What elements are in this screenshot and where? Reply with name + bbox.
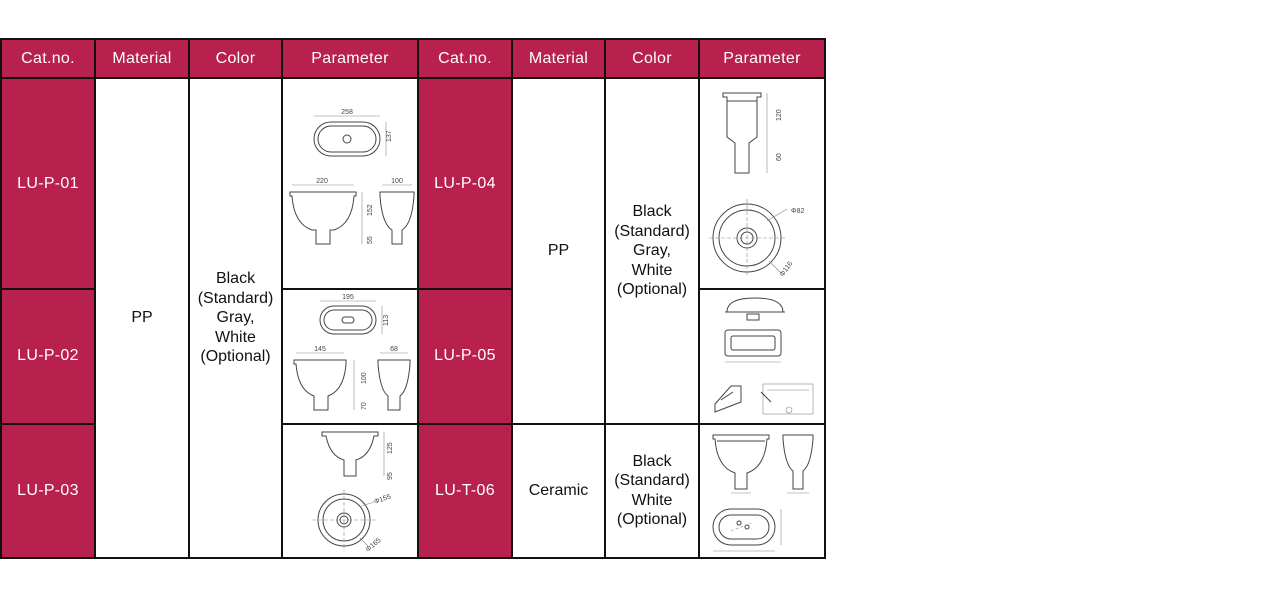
- svg-text:Φ82: Φ82: [791, 208, 804, 215]
- color-line: White: [631, 261, 673, 279]
- header-material-right: Material: [511, 38, 606, 79]
- material-pp-right: PP: [511, 77, 606, 425]
- technical-drawing: 125 95 Φ155 Φ165: [312, 431, 394, 554]
- technical-drawing: 195 113 145 100 70 68: [293, 294, 411, 411]
- param-drawing-lu-p-05: [698, 288, 826, 425]
- material-ceramic: Ceramic: [511, 422, 606, 560]
- technical-drawing: [712, 434, 814, 552]
- header-row: Cat.no. Material Color Parameter Cat.no.…: [0, 38, 826, 79]
- header-color: Color: [188, 38, 283, 79]
- color-line: White: [631, 491, 673, 509]
- svg-text:95: 95: [387, 472, 394, 480]
- cat-no-lu-t-06: LU-T-06: [417, 422, 513, 560]
- param-drawing-lu-p-02: 195 113 145 100 70 68: [281, 288, 419, 425]
- header-cat-no: Cat.no.: [0, 38, 96, 79]
- cat-no-lu-p-03: LU-P-03: [0, 422, 96, 560]
- color-line: White: [215, 328, 256, 346]
- color-line: Gray,: [633, 242, 671, 260]
- cat-no-lu-p-04: LU-P-04: [417, 76, 513, 291]
- color-line: (Optional): [616, 511, 688, 529]
- technical-drawing: 258 137 220 152 55 100: [289, 109, 415, 245]
- svg-text:258: 258: [341, 109, 353, 116]
- color-line: Black: [632, 452, 672, 470]
- table-row: LU-P-02 195 113 145 100 70: [0, 288, 826, 425]
- header-parameter-right: Parameter: [698, 38, 826, 79]
- svg-text:152: 152: [367, 204, 374, 216]
- svg-text:70: 70: [361, 402, 368, 410]
- param-drawing-lu-p-01: 258 137 220 152 55 100: [281, 76, 419, 291]
- cat-no-lu-p-01: LU-P-01: [0, 76, 96, 291]
- color-line: (Standard): [614, 472, 690, 490]
- color-line: Black: [215, 270, 256, 288]
- svg-text:Φ155: Φ155: [373, 493, 392, 506]
- svg-text:Φ116: Φ116: [779, 260, 794, 278]
- color-line: (Standard): [197, 289, 274, 307]
- color-line: (Optional): [616, 281, 688, 299]
- color-line: Gray,: [216, 309, 255, 327]
- color-options-right-ceramic: Black (Standard) White (Optional): [604, 422, 700, 560]
- product-spec-table: Cat.no. Material Color Parameter Cat.no.…: [0, 38, 826, 560]
- material-pp-left: PP: [94, 77, 190, 559]
- header-cat-no-right: Cat.no.: [417, 38, 513, 79]
- header-parameter: Parameter: [281, 38, 419, 79]
- svg-text:113: 113: [383, 315, 390, 326]
- header-color-right: Color: [604, 38, 700, 79]
- header-material: Material: [94, 38, 190, 79]
- svg-text:125: 125: [387, 442, 394, 454]
- svg-text:137: 137: [386, 130, 393, 142]
- color-options-right-pp: Black (Standard) Gray, White (Optional): [604, 77, 700, 425]
- svg-text:195: 195: [342, 294, 354, 301]
- svg-text:220: 220: [316, 178, 328, 185]
- svg-text:100: 100: [391, 178, 403, 185]
- svg-text:60: 60: [776, 153, 783, 161]
- param-drawing-lu-p-03: 125 95 Φ155 Φ165: [281, 422, 419, 560]
- svg-text:Φ165: Φ165: [365, 537, 383, 554]
- svg-text:68: 68: [390, 346, 398, 353]
- svg-text:120: 120: [776, 109, 783, 121]
- color-line: (Optional): [200, 348, 271, 366]
- technical-drawing: [714, 297, 814, 415]
- cat-no-lu-p-02: LU-P-02: [0, 288, 96, 425]
- color-options-left: Black (Standard) Gray, White (Optional): [188, 77, 283, 559]
- color-line: Black: [632, 203, 672, 221]
- svg-text:145: 145: [314, 346, 326, 353]
- table-row: LU-P-03 125 95 Φ155 Φ16: [0, 422, 826, 560]
- technical-drawing: 120 60 Φ82 Φ116: [709, 92, 804, 278]
- param-drawing-lu-p-04: 120 60 Φ82 Φ116: [698, 76, 826, 291]
- cat-no-lu-p-05: LU-P-05: [417, 288, 513, 425]
- table-row: LU-P-01 PP Black (Standard) Gray, White …: [0, 76, 826, 559]
- param-drawing-lu-t-06: [698, 422, 826, 560]
- svg-text:100: 100: [361, 373, 368, 385]
- svg-text:55: 55: [367, 236, 374, 244]
- color-line: (Standard): [614, 222, 690, 240]
